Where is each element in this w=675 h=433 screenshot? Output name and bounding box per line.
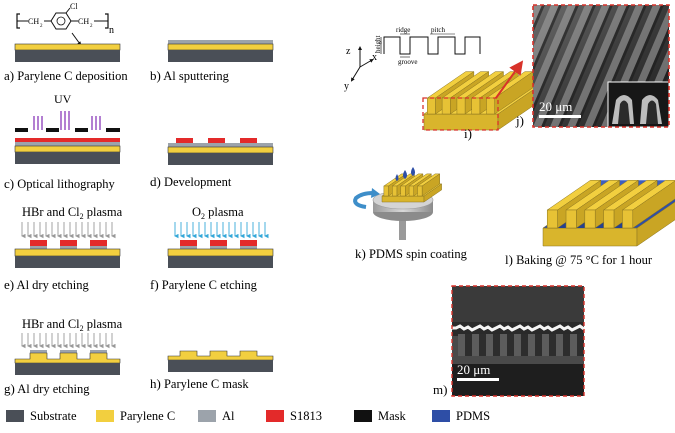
panel-f: O2 plasma f) Parylene C etching <box>150 205 274 292</box>
plasma-label-e: HBr and Cl2 plasma <box>22 205 123 221</box>
caption-a: Parylene C deposition <box>17 69 128 83</box>
panel-k: k) PDMS spin coating <box>353 167 468 261</box>
panel-e: HBr and Cl2 plasma e) Al dry etching <box>4 205 123 292</box>
rotation-arrow <box>353 191 374 209</box>
sem-cross-section <box>458 334 584 356</box>
legend-label: Al <box>222 409 235 423</box>
scalebar-j: 20 μm <box>539 99 572 114</box>
parylene-structure: CH 2 Cl CH 2 n <box>16 2 114 46</box>
svg-text:height: height <box>374 35 382 53</box>
benzene-ring <box>50 12 72 30</box>
svg-text:pitch: pitch <box>431 26 445 34</box>
uv-label: UV <box>54 92 72 106</box>
legend-swatch <box>6 410 24 422</box>
svg-text:k) PDMS spin coating: k) PDMS spin coating <box>355 246 468 261</box>
sem-interface <box>452 324 585 332</box>
cl-substituent: Cl <box>70 2 78 11</box>
caption-c: Optical lithography <box>17 177 115 191</box>
svg-text:2: 2 <box>40 24 43 29</box>
svg-text:c) Optical lithography: c) Optical lithography <box>4 176 116 191</box>
svg-text:g) Al dry etching: g) Al dry etching <box>4 381 90 396</box>
svg-text:l) Baking @ 75 °C for 1 hour: l) Baking @ 75 °C for 1 hour <box>505 252 653 267</box>
svg-text:a) Parylene C deposition: a) Parylene C deposition <box>4 68 128 83</box>
sample-grating-k <box>381 173 443 203</box>
ch2-left: CH <box>28 17 39 26</box>
panel-l: l) Baking @ 75 °C for 1 hour <box>505 179 675 267</box>
cross-section-highlight <box>422 97 499 131</box>
legend-swatch <box>198 410 216 422</box>
caption-h: Parylene C mask <box>164 377 249 391</box>
uv-arrows <box>33 111 101 130</box>
plasma-label-g: HBr and Cl2 plasma <box>22 317 123 333</box>
legend-swatch <box>354 410 372 422</box>
svg-text:h) Parylene C mask: h) Parylene C mask <box>150 376 249 391</box>
zoom-arrow <box>495 60 524 99</box>
repeat-n: n <box>109 25 114 36</box>
svg-text:ridge: ridge <box>396 26 410 34</box>
svg-text:i): i) <box>464 126 472 141</box>
scalebar-m: 20 μm <box>457 362 490 377</box>
panel-b: b) Al sputtering <box>150 40 274 83</box>
svg-text:2: 2 <box>90 24 93 29</box>
caption-g: Al dry etching <box>17 382 90 396</box>
plasma-arrows-f <box>174 222 269 239</box>
svg-text:j): j) <box>515 113 524 128</box>
caption-b: Al sputtering <box>163 69 229 83</box>
legend-label: Parylene C <box>120 409 175 423</box>
svg-text:b) Al sputtering: b) Al sputtering <box>150 68 230 83</box>
pdms-filled-grating <box>542 179 675 247</box>
svg-text:f) Parylene C etching: f) Parylene C etching <box>150 277 258 292</box>
legend-swatch <box>432 410 450 422</box>
caption-f: Parylene C etching <box>162 278 258 292</box>
svg-text:y: y <box>344 81 349 92</box>
caption-d: Development <box>164 175 232 189</box>
legend-swatch <box>96 410 114 422</box>
panel-c: UV c) Optical lithography <box>4 92 121 191</box>
svg-text:groove: groove <box>398 58 417 66</box>
plasma-arrows-g <box>21 333 116 349</box>
svg-text:z: z <box>346 46 351 57</box>
svg-text:m): m) <box>433 382 447 397</box>
panel-a: CH 2 Cl CH 2 n a) Parylene C deposition <box>4 2 128 83</box>
caption-l: Baking @ 75 °C for 1 hour <box>516 253 653 267</box>
panel-i: z x y height ridge pitch groove i) <box>344 26 538 141</box>
panel-d: d) Development <box>150 138 274 189</box>
legend-label: PDMS <box>456 409 490 423</box>
photomask <box>15 128 120 132</box>
spinner-stem <box>399 218 406 240</box>
profile-wave <box>383 36 481 55</box>
plasma-label-f: O2 plasma <box>192 205 244 221</box>
panel-j: 20 μm j) <box>515 4 670 128</box>
legend-label: Substrate <box>30 409 77 423</box>
svg-text:e) Al dry etching: e) Al dry etching <box>4 277 90 292</box>
legend-label: S1813 <box>290 409 322 423</box>
plasma-arrows-e <box>21 222 116 239</box>
caption-k: PDMS spin coating <box>369 247 468 261</box>
legend-label: Mask <box>378 409 407 423</box>
panel-m: 20 μm m) <box>433 285 585 397</box>
legend: Substrate Parylene C Al S1813 Mask PDMS <box>6 409 490 423</box>
panel-g: HBr and Cl2 plasma g) Al dry etching <box>4 317 123 396</box>
grating-block <box>423 71 538 131</box>
caption-e: Al dry etching <box>17 278 90 292</box>
legend-swatch <box>266 410 284 422</box>
ch2-right: CH <box>78 17 89 26</box>
svg-text:x: x <box>372 52 377 63</box>
axes-triad <box>350 46 374 82</box>
pdms-drops <box>395 167 415 181</box>
svg-text:d) Development: d) Development <box>150 174 232 189</box>
panel-h: h) Parylene C mask <box>150 350 274 391</box>
